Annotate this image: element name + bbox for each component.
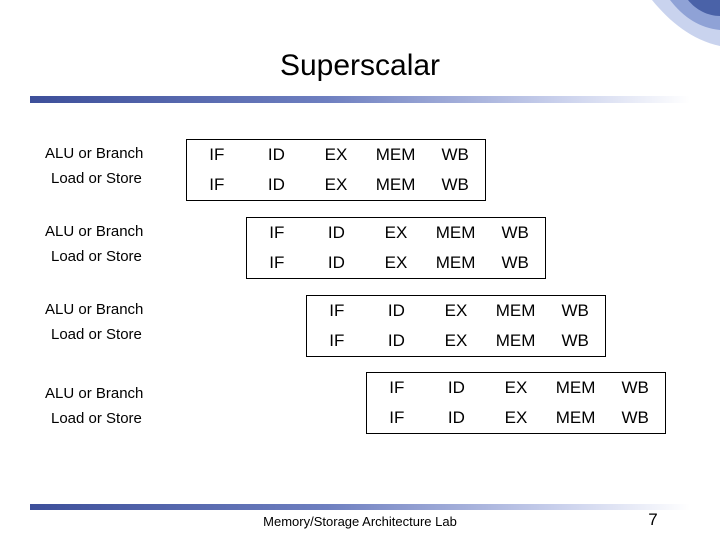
row-label-load-store-4: Load or Store	[51, 409, 142, 429]
stage-ex: EX	[426, 296, 486, 326]
stage-id: ID	[367, 296, 427, 326]
stage-mem: MEM	[426, 248, 486, 278]
stage-ex: EX	[306, 140, 366, 170]
stage-mem: MEM	[366, 140, 426, 170]
stage-wb: WB	[605, 373, 665, 403]
stage-ex: EX	[366, 248, 426, 278]
stage-wb: WB	[485, 218, 545, 248]
stage-id: ID	[247, 140, 307, 170]
stage-ex: EX	[366, 218, 426, 248]
stage-if: IF	[187, 140, 247, 170]
pipeline-row-load-store: IF ID EX MEM WB	[187, 170, 485, 200]
row-label-load-store-2: Load or Store	[51, 247, 142, 267]
stage-if: IF	[307, 326, 367, 356]
stage-mem: MEM	[546, 373, 606, 403]
stage-id: ID	[427, 373, 487, 403]
stage-if: IF	[367, 403, 427, 433]
stage-mem: MEM	[546, 403, 606, 433]
stage-if: IF	[307, 296, 367, 326]
footer-bar	[30, 504, 690, 510]
stage-ex: EX	[486, 373, 546, 403]
stage-id: ID	[307, 248, 367, 278]
pipeline-row-alu: IF ID EX MEM WB	[307, 296, 605, 326]
stage-ex: EX	[486, 403, 546, 433]
row-label-alu-branch-3: ALU or Branch	[45, 300, 143, 320]
pipeline-row-alu: IF ID EX MEM WB	[247, 218, 545, 248]
stage-ex: EX	[306, 170, 366, 200]
row-label-alu-branch-4: ALU or Branch	[45, 384, 143, 404]
stage-ex: EX	[426, 326, 486, 356]
pipeline-row-load-store: IF ID EX MEM WB	[247, 248, 545, 278]
pipeline-row-alu: IF ID EX MEM WB	[187, 140, 485, 170]
stage-id: ID	[247, 170, 307, 200]
page-number: 7	[638, 508, 668, 532]
stage-wb: WB	[545, 296, 605, 326]
stage-mem: MEM	[486, 296, 546, 326]
pipeline-box-3: IF ID EX MEM WB IF ID EX MEM WB	[306, 295, 606, 357]
stage-if: IF	[367, 373, 427, 403]
stage-wb: WB	[425, 170, 485, 200]
title-underline-bar	[30, 96, 690, 103]
row-label-load-store-3: Load or Store	[51, 325, 142, 345]
pipeline-row-alu: IF ID EX MEM WB	[367, 373, 665, 403]
footer-text: Memory/Storage Architecture Lab	[0, 513, 720, 531]
stage-wb: WB	[425, 140, 485, 170]
stage-mem: MEM	[426, 218, 486, 248]
stage-if: IF	[187, 170, 247, 200]
pipeline-box-4: IF ID EX MEM WB IF ID EX MEM WB	[366, 372, 666, 434]
row-label-alu-branch-2: ALU or Branch	[45, 222, 143, 242]
stage-id: ID	[307, 218, 367, 248]
pipeline-row-load-store: IF ID EX MEM WB	[307, 326, 605, 356]
row-label-alu-branch-1: ALU or Branch	[45, 144, 143, 164]
stage-mem: MEM	[486, 326, 546, 356]
pipeline-box-1: IF ID EX MEM WB IF ID EX MEM WB	[186, 139, 486, 201]
pipeline-row-load-store: IF ID EX MEM WB	[367, 403, 665, 433]
stage-id: ID	[367, 326, 427, 356]
stage-if: IF	[247, 248, 307, 278]
stage-wb: WB	[485, 248, 545, 278]
stage-id: ID	[427, 403, 487, 433]
stage-if: IF	[247, 218, 307, 248]
pipeline-box-2: IF ID EX MEM WB IF ID EX MEM WB	[246, 217, 546, 279]
stage-wb: WB	[545, 326, 605, 356]
stage-mem: MEM	[366, 170, 426, 200]
slide-title: Superscalar	[0, 46, 720, 86]
stage-wb: WB	[605, 403, 665, 433]
row-label-load-store-1: Load or Store	[51, 169, 142, 189]
